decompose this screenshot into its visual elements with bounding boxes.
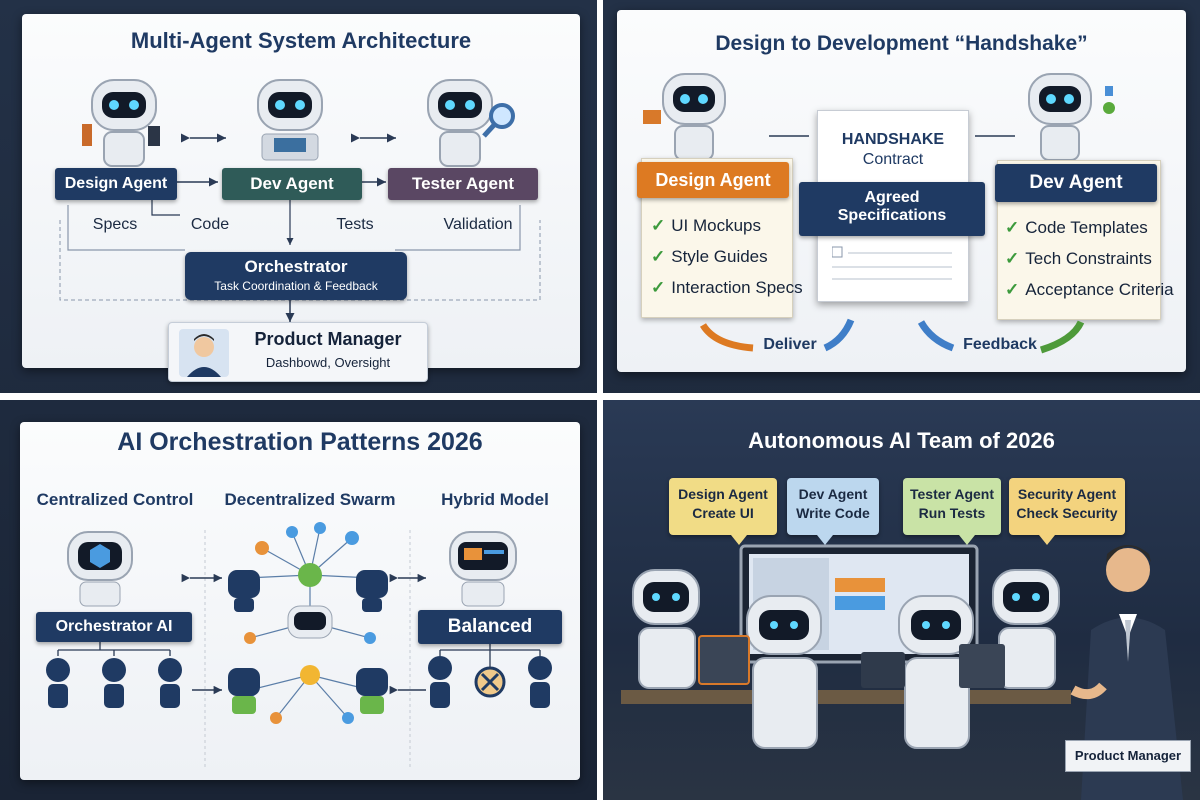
- list-item-label: Code Templates: [1025, 218, 1148, 237]
- check-icon: ✓: [651, 247, 666, 266]
- bubble-tail-icon: [817, 535, 833, 545]
- deliver-label: Deliver: [763, 336, 817, 353]
- bubble-agent-task: Create UI: [692, 505, 754, 521]
- banner-line2: Specifications: [837, 207, 947, 224]
- bubble-agent-task: Run Tests: [918, 505, 986, 521]
- check-icon: ✓: [1005, 218, 1020, 237]
- orchestrator-ai-banner: Orchestrator AI: [36, 612, 192, 642]
- tester-robot-icon: [410, 72, 520, 172]
- bubble-agent-name: Design Agent: [678, 486, 768, 502]
- product-manager-title: Product Manager: [254, 329, 402, 349]
- contract-lines-icon: [832, 246, 952, 280]
- bubble-agent-name: Dev Agent: [798, 486, 868, 502]
- check-icon: ✓: [1005, 249, 1020, 268]
- panel4-title: Autonomous AI Team of 2026: [748, 428, 1055, 453]
- collage-divider-vertical: [597, 0, 603, 800]
- panel1-connectors: [59, 133, 541, 322]
- list-item-label: Style Guides: [671, 247, 768, 266]
- orchestrator-banner: Orchestrator Task Coordination & Feedbac…: [185, 252, 407, 300]
- list-item: ✓ Tech Constraints: [1005, 243, 1174, 274]
- column-decentralized: Decentralized Swarm: [224, 490, 396, 509]
- collage-divider-horizontal: [0, 393, 1200, 400]
- orchestrator-subtitle: Task Coordination & Feedback: [214, 279, 378, 293]
- tester-agent-banner: Tester Agent: [388, 168, 538, 200]
- bubble-tail-icon: [1039, 535, 1055, 545]
- check-icon: ✓: [651, 278, 666, 297]
- feedback-label: Feedback: [963, 336, 1037, 353]
- column-centralized: Centralized Control: [36, 490, 194, 509]
- panel3-diagram: [46, 522, 552, 770]
- panel-orchestration-patterns: AI Orchestration Patterns 2026 Centraliz…: [0, 400, 597, 800]
- list-item: ✓ UI Mockups: [651, 210, 803, 241]
- security-agent-bubble: Security Agent Check Security: [1009, 478, 1125, 545]
- bubble-agent-name: Tester Agent: [909, 486, 994, 502]
- dev-robot-icon: [240, 72, 340, 172]
- tester-agent-bubble: Tester Agent Run Tests: [903, 478, 1001, 545]
- bubble-agent-task: Write Code: [796, 505, 870, 521]
- flow-label-code: Code: [190, 216, 230, 233]
- list-item-label: Tech Constraints: [1025, 249, 1152, 268]
- design-agent-banner: Design Agent: [637, 162, 789, 198]
- contract-subheading: Contract: [862, 151, 924, 168]
- bubble-agent-name: Security Agent: [1017, 486, 1117, 502]
- list-item: ✓ Interaction Specs: [651, 272, 803, 303]
- banner-line1: Agreed: [864, 189, 920, 206]
- list-item-label: UI Mockups: [671, 216, 761, 235]
- balanced-banner: Balanced: [418, 610, 562, 644]
- flow-label-specs: Specs: [92, 216, 138, 233]
- check-icon: ✓: [651, 216, 666, 235]
- design-agent-banner: Design Agent: [55, 168, 177, 200]
- orchestrator-title: Orchestrator: [244, 257, 348, 276]
- dev-agent-bubble: Dev Agent Write Code: [787, 478, 879, 545]
- list-item-label: Interaction Specs: [671, 278, 803, 297]
- list-item: ✓ Code Templates: [1005, 212, 1174, 243]
- column-hybrid: Hybrid Model: [441, 490, 549, 509]
- dev-robot-icon: [1017, 68, 1127, 163]
- flow-label-tests: Tests: [336, 216, 374, 233]
- bubble-tail-icon: [731, 535, 747, 545]
- panel3-title: AI Orchestration Patterns 2026: [117, 428, 483, 456]
- panel2-title: Design to Development “Handshake”: [715, 32, 1088, 55]
- panel-autonomous-team: Autonomous AI Team of 2026 Design Agent …: [603, 400, 1200, 800]
- bubble-tail-icon: [959, 535, 975, 545]
- panel1-title: Multi-Agent System Architecture: [130, 28, 472, 53]
- design-robot-icon: [74, 72, 174, 172]
- panel-multi-agent-architecture: Multi-Agent System Architecture Design A: [0, 0, 597, 393]
- product-manager-subtitle: Dashbowd, Oversight: [265, 355, 391, 370]
- contract-heading: HANDSHAKE: [841, 131, 945, 148]
- design-robot-icon: [641, 68, 741, 163]
- product-manager-label: Product Manager: [1065, 740, 1191, 772]
- list-item-label: Acceptance Criteria: [1025, 280, 1174, 299]
- list-item: ✓ Acceptance Criteria: [1005, 274, 1174, 305]
- dev-deliverables-list: ✓ Code Templates ✓ Tech Constraints ✓ Accep…: [1005, 212, 1174, 305]
- panel2-arrows: [699, 135, 1085, 354]
- product-manager-avatar-icon: [179, 329, 229, 377]
- flow-label-validation: Validation: [443, 216, 513, 233]
- product-manager-card: Product Manager Dashbowd, Oversight: [168, 322, 428, 382]
- design-deliverables-list: ✓ UI Mockups ✓ Style Guides ✓ Interaction S…: [651, 210, 803, 303]
- list-item: ✓ Style Guides: [651, 241, 803, 272]
- panel-design-dev-handshake: Design to Development “Handshake” Design…: [603, 0, 1200, 393]
- dev-agent-banner: Dev Agent: [222, 168, 362, 200]
- check-icon: ✓: [1005, 280, 1020, 299]
- dev-agent-banner: Dev Agent: [995, 164, 1157, 202]
- agreed-specifications-banner: Agreed Specifications: [799, 182, 985, 236]
- design-agent-bubble: Design Agent Create UI: [669, 478, 777, 545]
- bubble-agent-task: Check Security: [1016, 505, 1118, 521]
